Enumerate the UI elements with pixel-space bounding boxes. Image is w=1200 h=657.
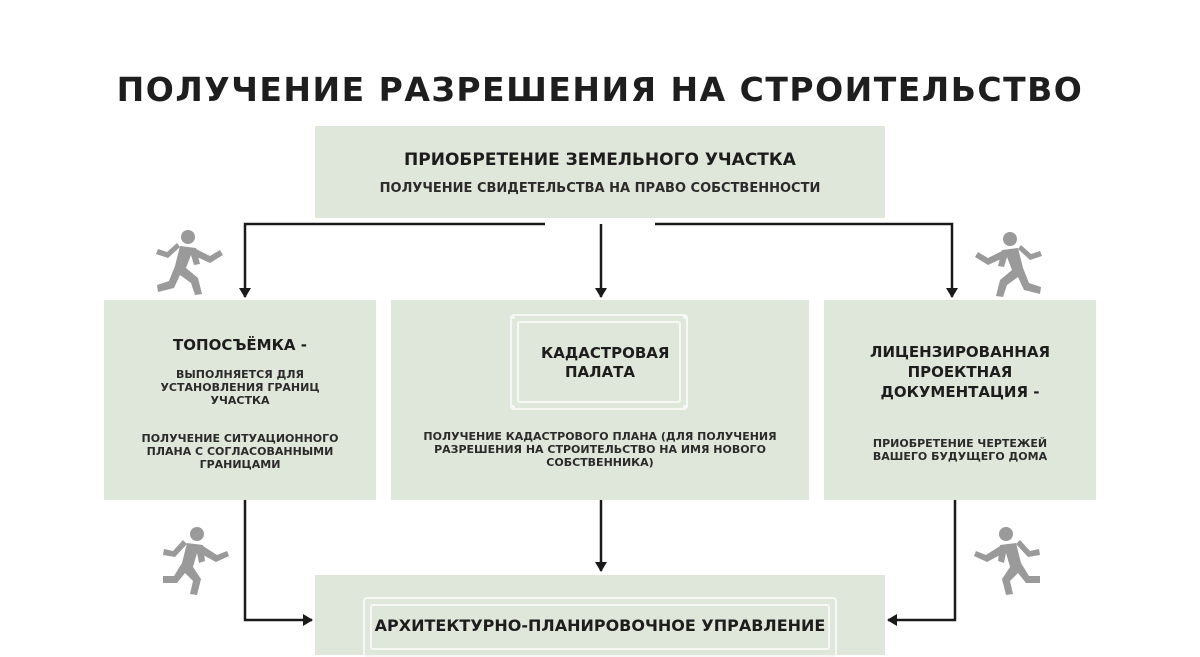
land-acquisition-heading: ПРИОБРЕТЕНИЕ ЗЕМЕЛЬНОГО УЧАСТКА <box>404 150 796 170</box>
land-acquisition-subheading: ПОЛУЧЕНИЕ СВИДЕТЕЛЬСТВА НА ПРАВО СОБСТВЕ… <box>379 181 821 196</box>
licensed-project-docs-text: ПРИОБРЕТЕНИЕ ЧЕРТЕЖЕЙ ВАШЕГО БУДУЩЕГО ДО… <box>872 437 1048 463</box>
topographic-survey-text-1: ВЫПОЛНЯЕТСЯ ДЛЯ УСТАНОВЛЕНИЯ ГРАНИЦ УЧАС… <box>160 368 320 407</box>
licensed-project-docs-box: ЛИЦЕНЗИРОВАННАЯ ПРОЕКТНАЯ ДОКУМЕНТАЦИЯ -… <box>824 300 1096 500</box>
arrow-top-to-left <box>239 222 545 298</box>
cadastral-chamber-frame <box>510 314 688 410</box>
runner-icon-bottom-left <box>163 527 229 595</box>
topographic-survey-text-2: ПОЛУЧЕНИЕ СИТУАЦИОННОГО ПЛАНА С СОГЛАСОВ… <box>141 432 339 471</box>
runner-icon-top-left <box>156 230 223 295</box>
connector-lines <box>239 222 958 626</box>
arrow-right-to-bottom <box>887 500 957 626</box>
topographic-survey-heading: ТОПОСЪЁМКА - <box>173 336 307 354</box>
cadastral-chamber-text: ПОЛУЧЕНИЕ КАДАСТРОВОГО ПЛАНА (ДЛЯ ПОЛУЧЕ… <box>423 430 777 469</box>
cadastral-chamber-box: КАДАСТРОВАЯ ПАЛАТА ПОЛУЧЕНИЕ КАДАСТРОВОГ… <box>391 300 809 500</box>
cadastral-chamber-heading: КАДАСТРОВАЯ ПАЛАТА <box>541 344 670 381</box>
runner-icon-top-right <box>975 232 1042 297</box>
land-acquisition-box: ПРИОБРЕТЕНИЕ ЗЕМЕЛЬНОГО УЧАСТКА ПОЛУЧЕНИ… <box>315 126 885 218</box>
architecture-planning-office-heading: АРХИТЕКТУРНО-ПЛАНИРОВОЧНОЕ УПРАВЛЕНИЕ <box>374 616 826 635</box>
licensed-project-docs-heading: ЛИЦЕНЗИРОВАННАЯ ПРОЕКТНАЯ ДОКУМЕНТАЦИЯ - <box>870 343 1050 401</box>
arrow-left-to-bottom <box>243 500 313 626</box>
architecture-planning-office-box: АРХИТЕКТУРНО-ПЛАНИРОВОЧНОЕ УПРАВЛЕНИЕ <box>315 575 885 657</box>
topographic-survey-box: ТОПОСЪЁМКА - ВЫПОЛНЯЕТСЯ ДЛЯ УСТАНОВЛЕНИ… <box>104 300 376 500</box>
diagram-title: ПОЛУЧЕНИЕ РАЗРЕШЕНИЯ НА СТРОИТЕЛЬСТВО <box>116 70 1084 109</box>
runner-icon-bottom-right <box>974 527 1040 595</box>
arrow-top-to-right <box>655 222 958 298</box>
